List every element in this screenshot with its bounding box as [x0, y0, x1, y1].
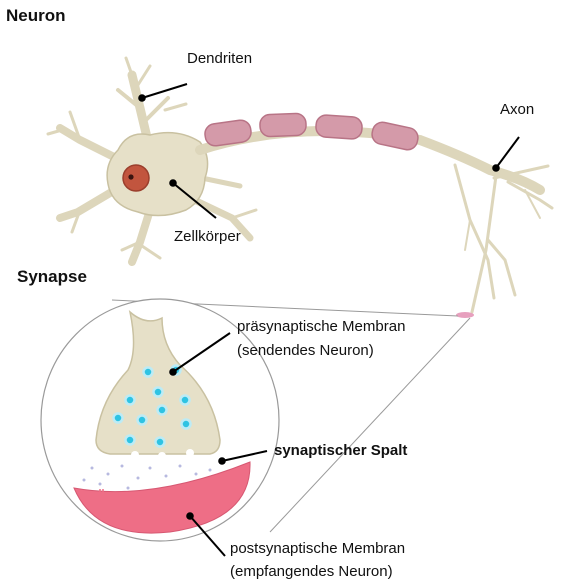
synapse-spot: [456, 312, 474, 318]
neuron-heading: Neuron: [6, 6, 66, 26]
presynaptic-label-line2: (sendendes Neuron): [237, 342, 374, 360]
presynaptic-label-line1: präsynaptische Membran: [237, 318, 405, 336]
postsynaptic-label-line2: (empfangendes Neuron): [230, 563, 393, 581]
axon-label: Axon: [500, 101, 534, 119]
nucleus: [123, 165, 149, 191]
cell-body-label: Zellkörper: [174, 228, 241, 246]
postsynaptic-label-line1: postsynaptische Membran: [230, 540, 405, 558]
nucleolus: [128, 174, 133, 179]
synapse-heading: Synapse: [17, 267, 87, 287]
neuron-illustration: [48, 58, 552, 318]
cell-body: [107, 133, 207, 216]
synaptic-cleft-label: synaptischer Spalt: [274, 442, 407, 460]
dendrites-label: Dendriten: [187, 50, 252, 68]
axon-shaft: [200, 131, 540, 190]
